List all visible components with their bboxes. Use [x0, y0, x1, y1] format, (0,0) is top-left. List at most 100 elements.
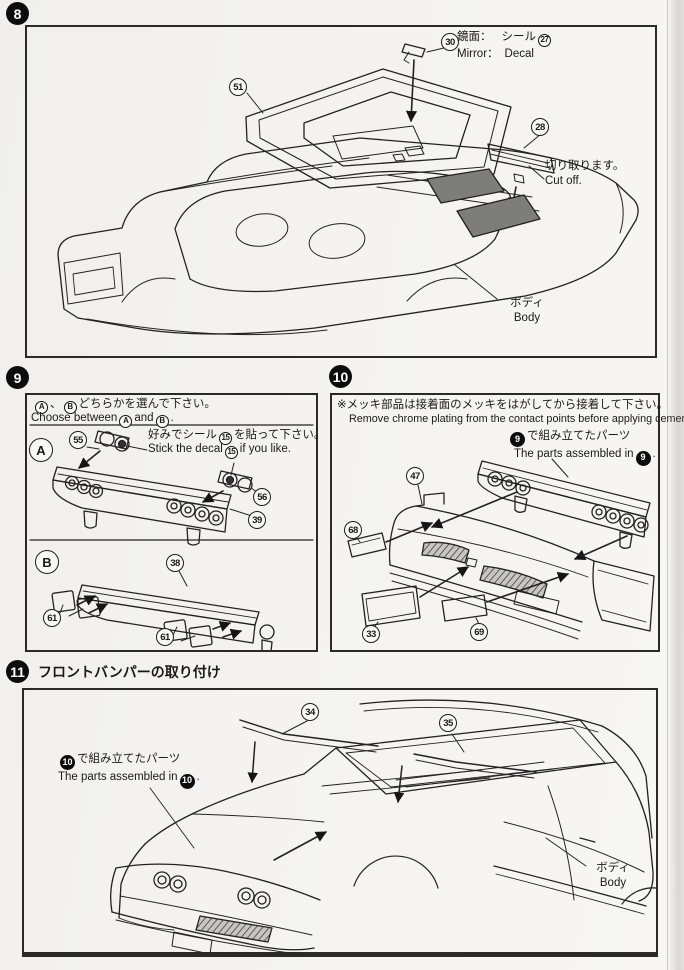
- mirror-note-en-value: Decal: [504, 47, 534, 60]
- arrow-wiper-34: [247, 741, 258, 784]
- car-body-drawing: [118, 699, 656, 931]
- part-label-68: 68: [344, 521, 362, 539]
- body-label-step11: ボディ Body: [589, 861, 637, 891]
- choice-b-circle: B: [63, 400, 77, 414]
- part-label-69: 69: [470, 623, 488, 641]
- part-label-47: 47: [406, 467, 424, 485]
- step-9-ref-circle-en: 9: [635, 450, 651, 466]
- leader-51: [246, 92, 264, 114]
- assembled-jp: で組み立てたパーツ: [527, 430, 631, 442]
- chrome-note-en: Remove chrome plating from the contact p…: [349, 413, 684, 425]
- mirror-note-en-label: Mirror：: [457, 47, 499, 60]
- assembled-jp-11: で組み立てたパーツ: [77, 753, 181, 765]
- part-label-28: 28: [531, 118, 549, 136]
- front-bumper-47-drawing: [388, 492, 655, 640]
- step-11-diagram: [110, 699, 656, 954]
- step-10-badge: 10: [329, 365, 352, 388]
- part-label-38: 38: [166, 554, 184, 572]
- page-edge-shadow: [667, 0, 684, 970]
- plate-33-drawing: [361, 585, 421, 627]
- part-label-55: 55: [69, 431, 87, 449]
- arrow-61-left-1: [76, 595, 97, 606]
- leader-body-label: [454, 264, 498, 300]
- step-11-badge: 11: [6, 660, 29, 683]
- leader-body-label-11: [545, 837, 587, 867]
- decal-jp-post: を貼って下さい。: [234, 429, 326, 441]
- step-9-ref-circle: 9: [510, 432, 525, 448]
- part-label-33: 33: [362, 625, 380, 643]
- decal-15-circle: 15: [219, 431, 232, 445]
- cutoff-note: 切り取ります。 Cut off.: [545, 159, 624, 189]
- section-a-badge: A: [29, 438, 53, 462]
- arrow-61-left-2: [88, 603, 109, 614]
- step-10-ref-circle-en: 10: [179, 773, 195, 789]
- arrow-61-right-1: [212, 621, 232, 632]
- choose-sep: 、: [50, 398, 62, 410]
- choose-en-pre: Choose between: [31, 412, 118, 424]
- part-label-56: 56: [253, 488, 271, 506]
- arrow-bumper-to-body: [273, 831, 327, 861]
- leader-decal-b: [230, 462, 235, 476]
- bumper-core-38-drawing: [77, 584, 275, 650]
- window-glazing-drawing: [245, 68, 512, 189]
- wiper-34-drawing: [239, 719, 379, 753]
- leader-61-left-1: [59, 604, 64, 614]
- decal-en-pre: Stick the decal: [148, 443, 223, 455]
- step-9-badge: 9: [6, 366, 29, 389]
- body-label-en: Body: [513, 311, 541, 324]
- leader-assembled-note: [551, 458, 569, 478]
- arrow-69: [486, 572, 570, 603]
- arrow-61-right-2: [222, 628, 243, 640]
- light-unit-55-drawing: [94, 430, 130, 452]
- choice-a-circle: A: [35, 400, 48, 414]
- decal-jp-pre: 好みでシール: [148, 429, 217, 441]
- leader-55: [86, 446, 100, 450]
- choice-a-circle-en: A: [119, 414, 133, 428]
- arrow-56: [202, 490, 224, 503]
- assembled-en-pre: The parts assembled in: [514, 448, 634, 461]
- mirror-part-drawing: [401, 43, 426, 64]
- body-shell-drawing: [57, 137, 639, 336]
- choose-en-end: .: [170, 412, 174, 424]
- arrow-68: [385, 521, 434, 543]
- part-label-30: 30: [441, 33, 459, 51]
- leader-34: [281, 720, 308, 735]
- plate-69-drawing: [441, 594, 488, 622]
- assembled-lightbar-drawing: [477, 460, 651, 549]
- assembled-en-pre-11: The parts assembled in: [58, 771, 178, 784]
- wiper-35-drawing: [413, 753, 537, 779]
- part-label-61-right: 61: [156, 628, 174, 646]
- bumper-core-39-drawing: [52, 466, 232, 546]
- leader-35: [451, 733, 465, 753]
- leader-28: [523, 133, 542, 149]
- chrome-note-jp: ※メッキ部品は接着面のメッキをはがしてから接着して下さい。: [337, 399, 668, 411]
- light-unit-56-drawing: [217, 470, 253, 493]
- leader-47: [417, 484, 423, 505]
- body-label-jp: ボディ: [510, 297, 544, 309]
- body-label-step8: ボディ Body: [503, 296, 551, 326]
- decal-en-post: if you like.: [239, 443, 291, 455]
- leader-decal-a: [126, 445, 148, 451]
- step-10-ref-circle: 10: [60, 755, 75, 771]
- part-label-34: 34: [301, 703, 319, 721]
- body-label-en-11: Body: [599, 876, 627, 889]
- assembled-en-end: .: [652, 448, 656, 461]
- step-9-diagram: [29, 424, 314, 650]
- plate-68-drawing: [347, 532, 387, 558]
- mirror-note-jp-value: シール: [501, 31, 537, 43]
- mirror-arrow: [405, 59, 418, 123]
- part-label-39: 39: [248, 511, 266, 529]
- arrow-33: [419, 566, 469, 598]
- part-label-35: 35: [439, 714, 457, 732]
- assembled-en-end-11: .: [196, 771, 200, 784]
- decal-27-circle: 27: [538, 33, 551, 47]
- body-label-jp-11: ボディ: [596, 862, 630, 874]
- arrow-lightbar-left: [430, 491, 518, 529]
- step-11-panel: [22, 688, 658, 957]
